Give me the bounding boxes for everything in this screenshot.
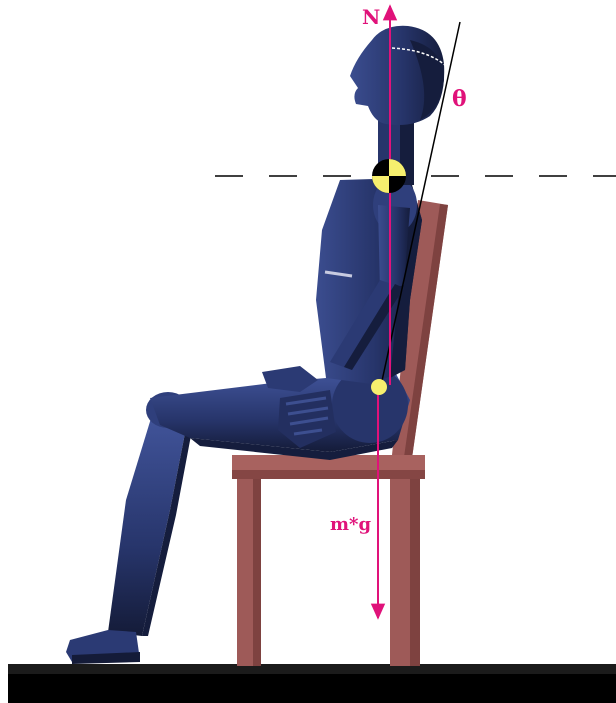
weight-label: m*g [330, 514, 371, 535]
angle-label: θ [452, 86, 467, 112]
upper-body-center-of-gravity-marker [372, 159, 406, 193]
normal-force-label: N [362, 5, 380, 29]
floor [0, 664, 616, 703]
body-center-of-gravity-marker [371, 379, 387, 395]
